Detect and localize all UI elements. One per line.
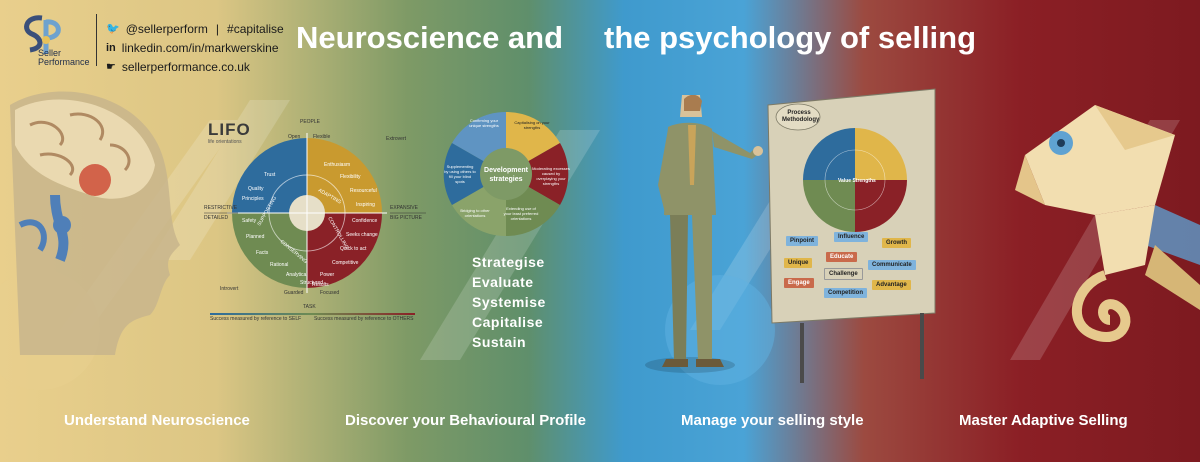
word-resourceful: Resourceful <box>350 188 377 194</box>
verb-capitalise: Capitalise <box>472 314 544 330</box>
word-safety: Safety <box>242 218 257 224</box>
legend-self: Success measured by reference to SELF <box>210 316 302 322</box>
chip-competition: Competition <box>824 288 867 298</box>
value-strengths-label: Value Strengths <box>838 178 876 184</box>
dev-center-1: Development <box>484 167 529 174</box>
word-power: Power <box>320 272 335 278</box>
chip-advantage: Advantage <box>872 280 911 290</box>
word-flexibility: Flexibility <box>340 174 361 180</box>
development-strategies-wheel: Development strategies <box>443 111 569 237</box>
strategy-verbs-list: Strategise Evaluate Systemise Capitalise… <box>472 252 546 352</box>
word-planned: Planned <box>246 234 265 240</box>
word-competitive: Competitive <box>332 260 359 266</box>
chip-growth: Growth <box>882 238 911 248</box>
caption-adaptive-selling: Master Adaptive Selling <box>959 412 1128 429</box>
focused-label: Focused <box>320 290 339 296</box>
seller-performance-logo <box>24 15 61 54</box>
word-quality: Quality <box>248 186 264 192</box>
chameleon-illustration <box>1015 105 1200 342</box>
businessman-figure <box>645 95 763 373</box>
twitter-icon: 🐦 <box>106 23 120 35</box>
brain-head-illustration <box>10 91 180 355</box>
word-enthusiasm: Enthusiasm <box>324 162 350 168</box>
detailed-label: DETAILED <box>204 215 228 221</box>
verb-strategise: Strategise <box>472 254 545 270</box>
guarded-label: Guarded <box>284 290 304 296</box>
lifo-wheel: SUPPORTING ADAPTING CONSERVING CONTROLLI… <box>204 119 426 310</box>
chip-influence: Influence <box>834 232 869 242</box>
word-structured: Structured <box>300 280 323 286</box>
divider <box>96 14 97 66</box>
lifo-sub: life orientations <box>208 139 242 145</box>
website-link[interactable]: sellerperformance.co.uk <box>121 60 250 74</box>
headline-part2: the psychology of selling <box>604 20 977 55</box>
chip-pinpoint: Pinpoint <box>786 236 818 246</box>
chip-engage: Engage <box>784 278 814 288</box>
introvert-label: Introvert <box>220 286 239 292</box>
word-rational: Rational <box>270 262 288 268</box>
word-quick-to-act: Quick to act <box>340 246 367 252</box>
people-label: PEOPLE <box>300 119 321 125</box>
chip-educate: Educate <box>826 252 858 262</box>
linkedin-icon: in <box>106 42 116 54</box>
flexible-label: Flexible <box>313 134 330 140</box>
big-picture-label: BIG PICTURE <box>390 215 423 221</box>
legend-others: Success measured by reference to OTHERS <box>314 316 414 322</box>
linkedin-link[interactable]: linkedin.com/in/markwerskine <box>121 41 279 55</box>
process-methodology-label: Process Methodology <box>782 110 820 123</box>
dev-seg-capitalising: Capitalising on your strengths <box>514 120 550 130</box>
dev-seg-bridging: Bridging to other orientations <box>460 208 490 218</box>
dev-seg-supplementing: Supplementing by using others to fill yo… <box>444 164 476 184</box>
twitter-handle[interactable]: @sellerperform <box>125 22 208 36</box>
caption-behavioural-profile: Discover your Behavioural Profile <box>345 412 586 429</box>
dev-seg-confirming: Confirming your unique strengths <box>469 118 499 128</box>
word-facts: Facts <box>256 250 269 256</box>
word-confidence: Confidence <box>352 218 378 224</box>
verb-evaluate: Evaluate <box>472 274 534 290</box>
chip-unique: Unique <box>784 258 813 268</box>
dev-seg-moderating: Moderating excesses caused by overplayin… <box>532 166 570 186</box>
lifo-logo: LIFO <box>208 120 251 139</box>
word-principles: Principles <box>242 196 264 202</box>
open-label: Open <box>288 134 300 140</box>
dev-center-2: strategies <box>489 176 522 183</box>
chip-communicate: Communicate <box>868 260 916 270</box>
task-label: TASK <box>303 304 316 310</box>
word-results: Results <box>312 282 329 288</box>
hashtag[interactable]: #capitalise <box>227 22 284 36</box>
pointer-icon: ☛ <box>106 61 116 73</box>
verb-sustain: Sustain <box>472 334 527 350</box>
contact-block: 🐦 @sellerperform | #capitalise in linked… <box>106 20 284 77</box>
expansive-label: EXPANSIVE <box>390 205 419 211</box>
verb-systemise: Systemise <box>472 294 546 310</box>
extrovert-label: Extrovert <box>386 136 407 142</box>
logo-line2: Performance <box>38 57 90 67</box>
word-seeks-change: Seeks change <box>346 232 378 238</box>
dev-seg-extending: Extending use of your least preferred or… <box>503 206 539 221</box>
headline-part1: Neuroscience and <box>296 20 564 55</box>
lifo-legend-bar <box>210 313 415 315</box>
restrictive-label: RESTRICTIVE <box>204 205 238 211</box>
caption-neuroscience: Understand Neuroscience <box>64 412 250 429</box>
word-trust: Trust <box>264 172 276 178</box>
caption-selling-style: Manage your selling style <box>681 412 864 429</box>
word-analytical: Analytical <box>286 272 307 278</box>
logo-text: Seller Performance <box>38 49 90 67</box>
chip-challenge: Challenge <box>824 268 863 280</box>
word-inspiring: Inspiring <box>356 202 375 208</box>
logo-line1: Seller <box>38 48 62 58</box>
